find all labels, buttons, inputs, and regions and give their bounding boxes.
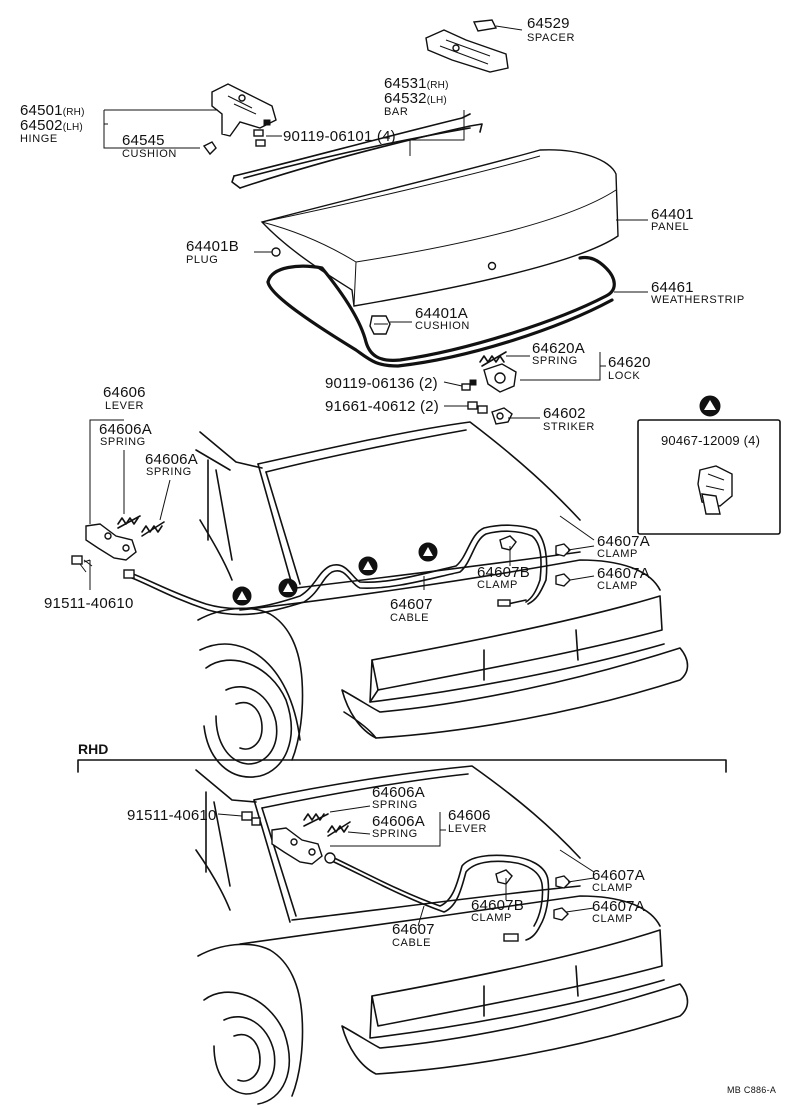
screw-91661-part bbox=[467, 401, 488, 414]
part-number-90119-06136: 90119-06136 (2) bbox=[325, 375, 438, 392]
part-number-64602: 64602 bbox=[543, 405, 586, 422]
rhd-part-name-clamp-1: CLAMP bbox=[592, 882, 633, 894]
part-number-64501-text: 64501 bbox=[20, 102, 63, 119]
triangle-markers-lhd bbox=[232, 542, 438, 606]
rhd-part-number-64607: 64607 bbox=[392, 921, 435, 938]
part-number-64401a: 64401A bbox=[415, 305, 468, 322]
part-name-plug: PLUG bbox=[186, 254, 219, 266]
part-number-64607b: 64607B bbox=[477, 564, 530, 581]
part-name-lever: LEVER bbox=[105, 400, 145, 412]
rhd-part-name-lever: LEVER bbox=[448, 823, 488, 835]
bolt-90119-06101-part bbox=[253, 119, 271, 147]
section-title-rhd: RHD bbox=[78, 741, 109, 757]
part-name-cushion: CUSHION bbox=[122, 148, 177, 160]
part-name-lock: LOCK bbox=[608, 370, 641, 382]
rhd-part-number-64607a-1: 64607A bbox=[592, 867, 645, 884]
rhd-bracket bbox=[77, 759, 727, 773]
part-number-64606a-1: 64606A bbox=[99, 421, 152, 438]
spacer-part bbox=[425, 19, 509, 73]
leader-lines bbox=[83, 25, 648, 927]
cushion-64545-part bbox=[202, 141, 217, 156]
opener-lever-lhd bbox=[71, 515, 165, 579]
part-name-spacer: SPACER bbox=[527, 32, 576, 44]
part-number-64607a-1: 64607A bbox=[597, 533, 650, 550]
rhd-part-name-clamp-2: CLAMP bbox=[592, 913, 633, 925]
rhd-part-number-64606a-2: 64606A bbox=[372, 813, 425, 830]
drawing-code: MB C886-A bbox=[727, 1085, 777, 1095]
rhd-part-number-91511-40610: 91511-40610 bbox=[127, 807, 217, 824]
part-number-64620a: 64620A bbox=[532, 340, 585, 357]
striker-part bbox=[491, 407, 513, 425]
part-number-90467-12009: 90467-12009 (4) bbox=[661, 433, 761, 448]
part-number-91511-40610: 91511-40610 bbox=[44, 595, 134, 612]
part-number-64532: 64532(LH) bbox=[384, 91, 447, 106]
car-rear-rhd bbox=[195, 765, 689, 1105]
side-rh: (RH) bbox=[62, 107, 85, 118]
trunk-lid-panel-part bbox=[260, 149, 619, 307]
plug-64401b-part bbox=[271, 247, 281, 257]
part-number-64401: 64401 bbox=[651, 206, 694, 223]
part-name-striker: STRIKER bbox=[543, 421, 595, 433]
cable-clamps-rhd bbox=[495, 869, 571, 921]
part-number-64501: 64501(RH) bbox=[20, 103, 85, 118]
part-number-64532-text: 64532 bbox=[384, 90, 427, 107]
part-name-cushion-a: CUSHION bbox=[415, 320, 470, 332]
rhd-part-name-spring-1: SPRING bbox=[372, 799, 418, 811]
part-name-hinge: HINGE bbox=[20, 133, 58, 145]
clip-detail-inset bbox=[637, 419, 781, 535]
rhd-part-number-64606: 64606 bbox=[448, 807, 491, 824]
part-number-64531-text: 64531 bbox=[384, 75, 427, 92]
part-name-bar: BAR bbox=[384, 106, 409, 118]
part-number-64607: 64607 bbox=[390, 596, 433, 613]
rhd-part-name-spring-2: SPRING bbox=[372, 828, 418, 840]
side-rh: (RH) bbox=[426, 80, 449, 91]
part-number-64545: 64545 bbox=[122, 132, 165, 149]
part-name-cable: CABLE bbox=[390, 612, 430, 624]
part-number-64502: 64502(LH) bbox=[20, 118, 83, 133]
opener-lever-rhd bbox=[241, 811, 351, 865]
hinge-part bbox=[211, 83, 277, 137]
opener-cable-rhd bbox=[324, 852, 550, 942]
lock-spring-part bbox=[479, 351, 507, 367]
opener-cable-lhd bbox=[127, 524, 548, 616]
part-name-panel: PANEL bbox=[651, 221, 690, 233]
part-number-64531: 64531(RH) bbox=[384, 76, 449, 91]
part-number-64606: 64606 bbox=[103, 384, 146, 401]
part-name-spring-2: SPRING bbox=[146, 466, 192, 478]
part-name-spring-1: SPRING bbox=[100, 436, 146, 448]
cushion-64401a-part bbox=[369, 315, 391, 335]
car-rear-lhd bbox=[195, 421, 689, 778]
part-name-clamp-1: CLAMP bbox=[597, 548, 638, 560]
part-name-weatherstrip: WEATHERSTRIP bbox=[651, 294, 745, 306]
rhd-part-number-64607b: 64607B bbox=[471, 897, 524, 914]
part-number-64620: 64620 bbox=[608, 354, 651, 371]
part-number-64606a-2: 64606A bbox=[145, 451, 198, 468]
side-lh: (LH) bbox=[426, 95, 447, 106]
part-name-spring: SPRING bbox=[532, 355, 578, 367]
part-number-91661-40612: 91661-40612 (2) bbox=[325, 398, 439, 415]
rhd-part-number-64606a-1: 64606A bbox=[372, 784, 425, 801]
weatherstrip-part bbox=[266, 255, 616, 368]
part-number-64529: 64529 bbox=[527, 15, 570, 32]
part-number-64502-text: 64502 bbox=[20, 117, 63, 134]
rhd-part-name-cable: CABLE bbox=[392, 937, 432, 949]
side-lh: (LH) bbox=[62, 122, 83, 133]
triangle-marker-inset bbox=[699, 395, 721, 417]
cable-clamps-lhd bbox=[499, 535, 571, 587]
rhd-part-number-64607a-2: 64607A bbox=[592, 898, 645, 915]
part-number-64401b: 64401B bbox=[186, 238, 239, 255]
rhd-part-name-clamp-b: CLAMP bbox=[471, 912, 512, 924]
part-name-clamp-b: CLAMP bbox=[477, 579, 518, 591]
part-number-64607a-2: 64607A bbox=[597, 565, 650, 582]
part-name-clamp-2: CLAMP bbox=[597, 580, 638, 592]
part-number-90119-06101: 90119-06101 (4) bbox=[283, 128, 396, 145]
part-number-64461: 64461 bbox=[651, 279, 694, 296]
trunk-lock-part bbox=[461, 363, 517, 393]
